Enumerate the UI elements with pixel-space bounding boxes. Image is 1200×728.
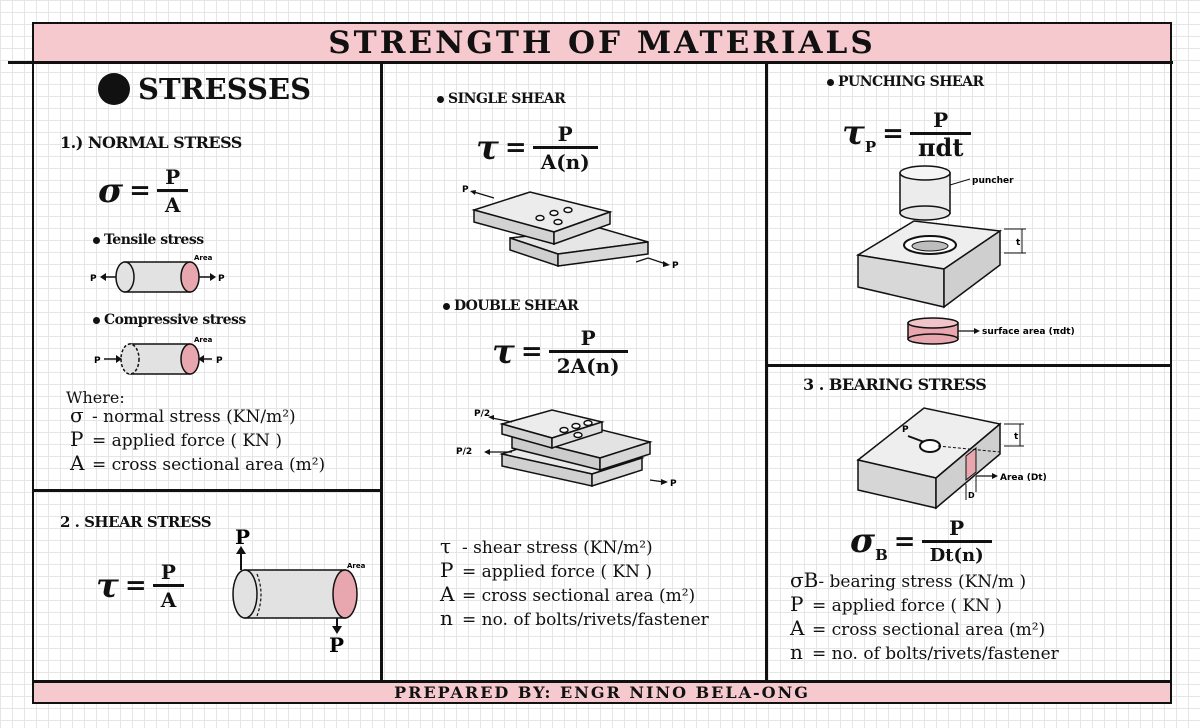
bearing-stress-formula: σB = P Dt(n) bbox=[850, 516, 992, 569]
normal-stress-formula: σ = P A bbox=[98, 165, 189, 218]
tensile-area-label: Area bbox=[194, 254, 213, 262]
bullet-icon bbox=[93, 236, 100, 244]
where-label: Where: bbox=[66, 388, 125, 407]
title-divider bbox=[8, 61, 1173, 64]
tensile-p-left: P bbox=[90, 274, 97, 284]
compressive-rod-diagram: P P Area bbox=[94, 336, 223, 375]
tensile-p-right: P bbox=[218, 274, 225, 284]
right-section-divider bbox=[765, 364, 1172, 367]
legend-row: A= cross sectional area (m²) bbox=[790, 616, 1046, 640]
bearing-t-label: t bbox=[1014, 432, 1019, 442]
legend-row: τ- shear stress (KN/m²) bbox=[440, 534, 653, 558]
single-shear-p-right: P bbox=[672, 261, 679, 271]
footer-credit: PREPARED BY: ENGR NINO BELA-ONG bbox=[394, 683, 810, 702]
puncher-label: puncher bbox=[972, 176, 1014, 186]
shear-stress-formula: τ = P A bbox=[96, 560, 185, 613]
compressive-p-left: P bbox=[94, 356, 101, 366]
title-band bbox=[33, 23, 1171, 61]
tensile-stress-label: Tensile stress bbox=[93, 232, 204, 248]
bearing-legend: σB- bearing stress (KN/m ) P= applied fo… bbox=[790, 569, 1059, 665]
legend-row: σB- bearing stress (KN/m ) bbox=[790, 568, 1027, 592]
column-divider-1 bbox=[380, 63, 383, 681]
double-shear-diagram: P/2 P/2 P bbox=[456, 409, 677, 489]
double-shear-p-half-top: P/2 bbox=[474, 409, 490, 419]
surface-area-label: surface area (πdt) bbox=[982, 327, 1075, 337]
legend-row: P= applied force ( KN ) bbox=[790, 592, 1003, 616]
single-shear-formula: τ = P A(n) bbox=[476, 122, 598, 175]
bearing-stress-diagram: t P Area (Dt) D bbox=[856, 407, 1047, 510]
footer-band bbox=[33, 681, 1171, 703]
single-shear-diagram: P P bbox=[462, 185, 679, 271]
poster-frame bbox=[32, 22, 1172, 704]
bullet-icon bbox=[98, 73, 130, 105]
legend-row: A= cross sectional area (m²) bbox=[440, 582, 696, 606]
normal-stress-heading: 1.) NORMAL STRESS bbox=[60, 133, 242, 152]
compressive-area-label: Area bbox=[194, 336, 213, 344]
legend-row: P= applied force ( KN ) bbox=[70, 427, 283, 451]
compressive-p-right: P bbox=[216, 356, 223, 366]
legend-row: σ- normal stress (KN/m²) bbox=[70, 403, 296, 427]
punching-shear-heading: PUNCHING SHEAR bbox=[827, 74, 984, 90]
double-shear-p-half-bottom: P/2 bbox=[456, 447, 472, 457]
bearing-area-label: Area (Dt) bbox=[1000, 473, 1047, 483]
bearing-stress-heading: 3 . BEARING STRESS bbox=[803, 375, 987, 394]
legend-row: P= applied force ( KN ) bbox=[440, 558, 653, 582]
double-shear-formula: τ = P 2A(n) bbox=[492, 326, 628, 379]
column-divider-2 bbox=[765, 63, 768, 681]
shear-stress-heading: 2 . SHEAR STRESS bbox=[60, 513, 212, 531]
tensile-rod-diagram: P P Area bbox=[90, 254, 225, 293]
shear-rod-diagram: P P Area bbox=[232, 525, 366, 657]
left-section-divider bbox=[32, 489, 382, 492]
bullet-icon bbox=[437, 95, 444, 103]
punching-shear-diagram: puncher t surface area (πdt) bbox=[855, 165, 1075, 345]
stresses-heading: STRESSES bbox=[98, 72, 311, 106]
legend-row: n= no. of bolts/rivets/fastener bbox=[440, 606, 709, 630]
shear-area-label: Area bbox=[347, 562, 366, 570]
compressive-stress-label: Compressive stress bbox=[93, 312, 246, 328]
punching-shear-formula: τP = P πdt bbox=[842, 108, 972, 161]
normal-stress-legend: σ- normal stress (KN/m²) P= applied forc… bbox=[70, 404, 325, 476]
bullet-icon bbox=[827, 78, 834, 86]
bullet-icon bbox=[443, 302, 450, 310]
bullet-icon bbox=[93, 316, 100, 324]
double-shear-p-right: P bbox=[670, 479, 677, 489]
punching-t-label: t bbox=[1016, 238, 1021, 248]
page-title: STRENGTH OF MATERIALS bbox=[328, 25, 876, 61]
double-shear-heading: DOUBLE SHEAR bbox=[443, 298, 579, 314]
footer-divider bbox=[32, 680, 1172, 683]
bearing-p-label: P bbox=[902, 425, 909, 435]
legend-row: n= no. of bolts/rivets/fastener bbox=[790, 640, 1059, 664]
shear-p-top: P bbox=[235, 525, 250, 549]
legend-row: A= cross sectional area (m²) bbox=[70, 451, 326, 475]
shear-p-bottom: P bbox=[329, 633, 344, 657]
single-shear-heading: SINGLE SHEAR bbox=[437, 91, 566, 107]
shear-legend: τ- shear stress (KN/m²) P= applied force… bbox=[440, 535, 709, 631]
single-shear-p-left: P bbox=[462, 185, 469, 195]
bearing-d-label: D bbox=[968, 491, 975, 500]
